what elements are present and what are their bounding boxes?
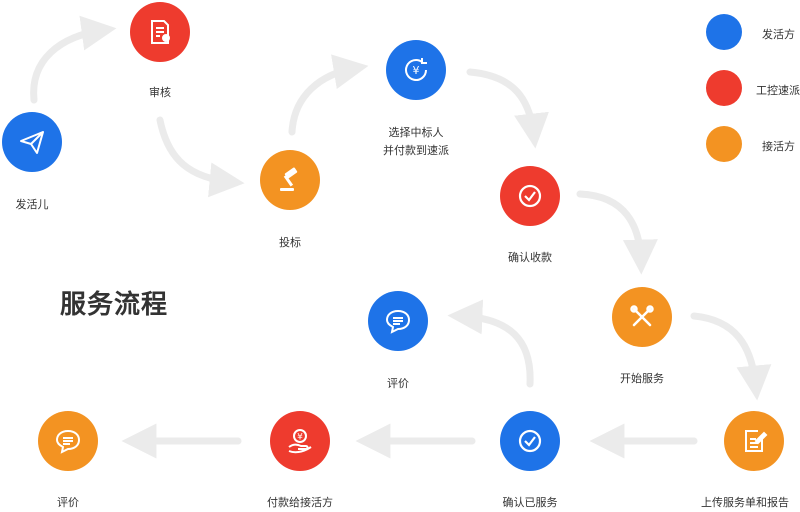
step-confirm-payment [500, 166, 560, 226]
step-review-by-contractor-label: 评价 [57, 496, 79, 509]
check-circle-icon [518, 184, 542, 208]
page-title: 服务流程 [60, 290, 169, 320]
step-select-bidder-label-line1: 选择中标人 [388, 126, 444, 139]
step-upload-report [724, 411, 784, 471]
step-select-bidder-label: 选择中标人 并付款到速派 [346, 124, 486, 160]
check-circle-icon [518, 429, 542, 453]
step-confirm-done [500, 411, 560, 471]
step-confirm-payment-label: 确认收款 [508, 251, 552, 264]
step-review-by-contractor [38, 411, 98, 471]
chat-bubble-icon [385, 309, 411, 334]
arrow-done-to-review [447, 299, 534, 388]
legend-label-client: 发活方 [762, 28, 795, 41]
step-pay-contractor-label: 付款给接活方 [267, 496, 333, 509]
step-upload-report-label: 上传服务单和报告 [701, 496, 789, 509]
step-post-task [2, 112, 62, 172]
arrow-select-to-confirm [466, 68, 549, 149]
document-review-icon [151, 20, 170, 44]
legend-dot-contractor [706, 126, 742, 162]
step-select-bidder: ¥ [386, 40, 446, 100]
yen-refresh-icon: ¥ [405, 58, 427, 81]
step-start-service [612, 287, 672, 347]
legend-label-contractor: 接活方 [762, 140, 795, 153]
arrow-bid-to-select [288, 54, 369, 136]
legend-dot-platform [706, 70, 742, 106]
legend-label-platform: 工控速派 [756, 84, 800, 97]
step-review-by-client-label: 评价 [387, 377, 409, 390]
step-select-bidder-label-line2: 并付款到速派 [383, 144, 449, 157]
step-bid-label: 投标 [279, 236, 301, 249]
svg-text:¥: ¥ [413, 64, 420, 77]
step-bid [260, 150, 320, 210]
svg-text:¥: ¥ [297, 433, 303, 443]
step-pay-contractor: ¥ [270, 411, 330, 471]
hand-yen-icon: ¥ [288, 429, 312, 454]
edit-report-icon [745, 430, 768, 452]
step-post-task-label: 发活儿 [15, 198, 49, 211]
step-review-by-client [368, 291, 428, 351]
step-start-service-label: 开始服务 [620, 372, 664, 385]
legend-dot-client [706, 14, 742, 50]
step-confirm-done-label: 确认已服务 [502, 496, 558, 509]
chat-bubble-icon [55, 429, 81, 454]
step-review-label: 审核 [149, 86, 171, 99]
arrow-post-to-review [30, 15, 117, 104]
gavel-icon [280, 167, 298, 191]
paper-plane-icon [20, 131, 44, 154]
arrow-start-to-upload [690, 312, 772, 401]
step-review [130, 2, 190, 62]
arrow-review-to-bid [156, 116, 245, 198]
tools-icon [630, 305, 654, 327]
arrow-confirm-to-start [576, 190, 658, 275]
